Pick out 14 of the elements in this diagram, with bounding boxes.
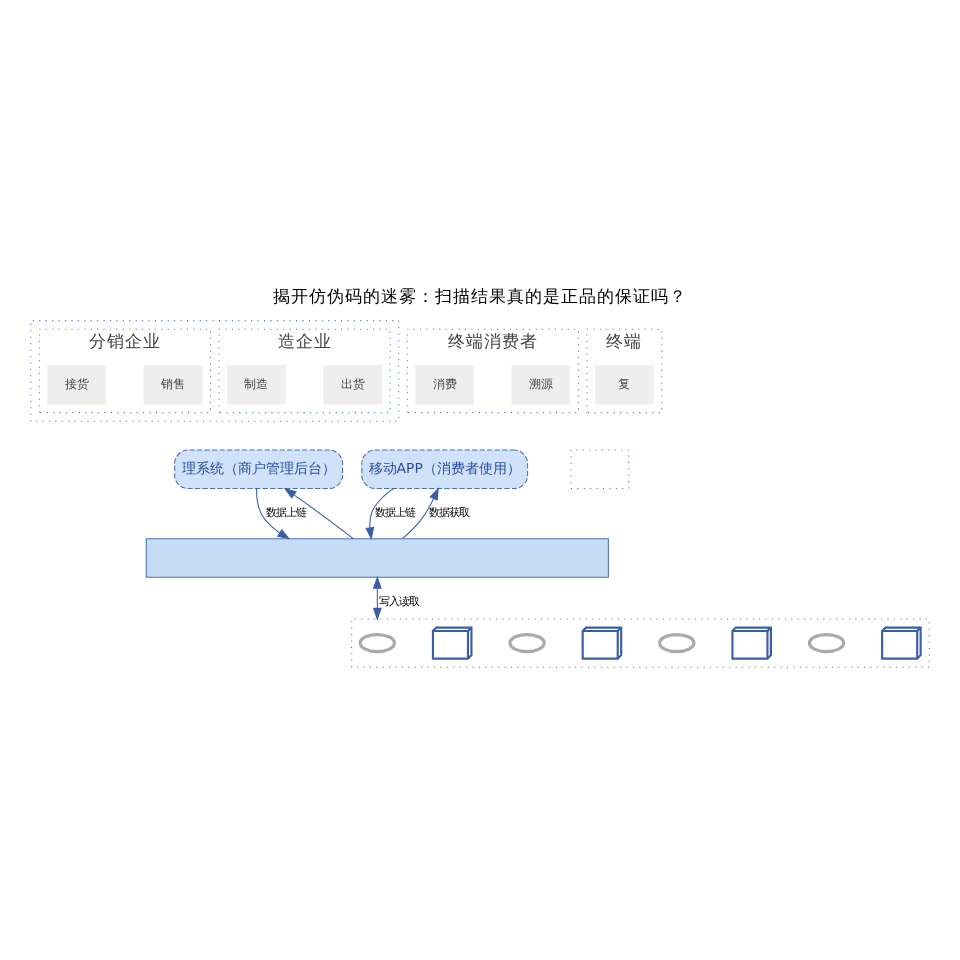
- arrow: [402, 487, 439, 539]
- node-chain: [658, 632, 696, 654]
- arrow: [256, 488, 291, 540]
- node-box: [570, 449, 630, 490]
- arrow: [365, 488, 395, 541]
- arrow: [372, 575, 382, 621]
- node-chain: [508, 632, 546, 654]
- arrow: [283, 487, 355, 540]
- cluster: [351, 618, 930, 668]
- diagram-title: 揭开仿伪码的迷雾：扫描结果真的是正品的保证吗？: [273, 288, 687, 309]
- node-bar: [145, 538, 609, 578]
- node-chain: [807, 632, 846, 654]
- cluster: [30, 320, 400, 422]
- node-chain: [358, 632, 397, 654]
